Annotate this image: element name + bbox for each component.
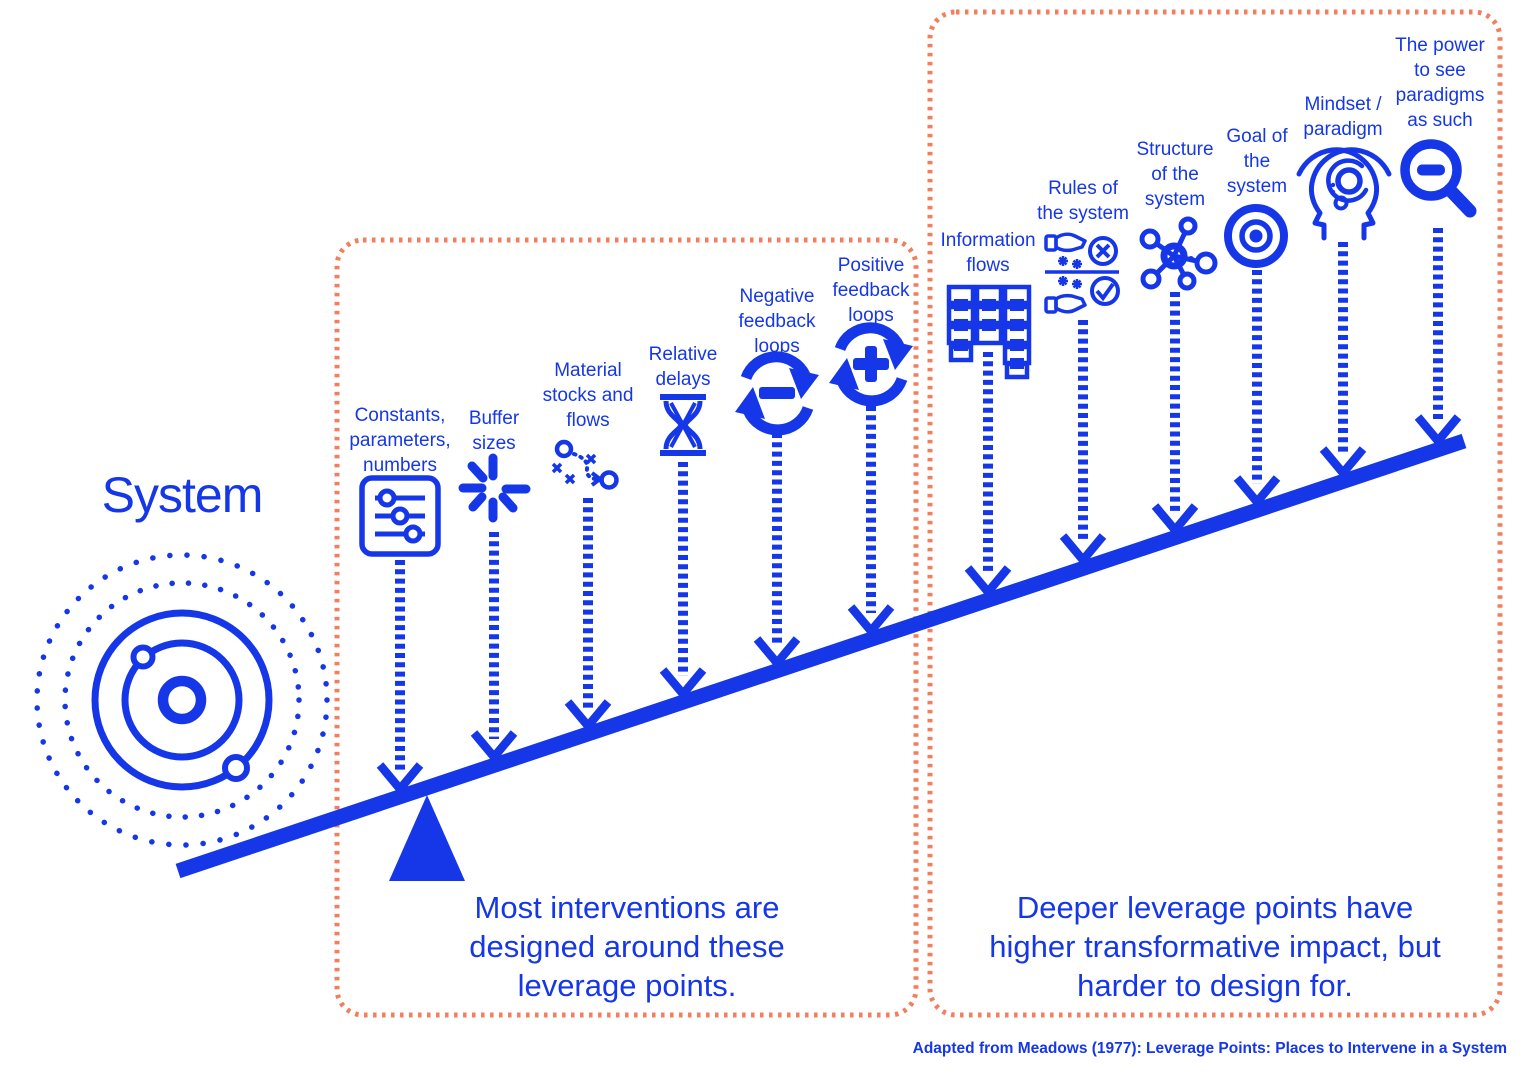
negative-loop-icon <box>735 351 819 436</box>
fulcrum-triangle <box>389 795 465 881</box>
lever-beam <box>175 433 1467 879</box>
rules-icon <box>1044 232 1120 314</box>
sliders-icon <box>359 475 441 557</box>
hourglass-icon <box>660 394 706 456</box>
positive-loop-icon <box>829 322 913 407</box>
burst-icon <box>458 453 531 523</box>
arrow-goal <box>1233 270 1281 509</box>
circle-check-icon <box>1090 276 1120 306</box>
arrow-constants <box>376 560 424 796</box>
arrow-rules <box>1059 320 1107 567</box>
arrow-paradigm-power <box>1414 228 1462 448</box>
arrow-information <box>964 352 1012 599</box>
magnifier-minus-icon <box>1400 139 1477 218</box>
arrow-buffer <box>470 532 518 764</box>
arrow-mindset <box>1319 242 1367 480</box>
target-icon <box>1224 204 1288 268</box>
system-icon <box>34 552 330 848</box>
leverage-arrows <box>376 228 1462 796</box>
arrow-negative <box>753 433 801 670</box>
deep-leverage-box <box>927 9 1503 1018</box>
flow-path-icon <box>551 439 619 490</box>
arrow-delays <box>659 462 707 701</box>
head-paradigm-icon <box>1296 147 1392 241</box>
crumpled-items <box>1058 276 1082 289</box>
circle-x-icon <box>1088 236 1118 266</box>
arrow-stocks <box>564 498 612 733</box>
label-constants: Constants,parameters,numbers <box>349 405 451 476</box>
linked-blocks-icon <box>946 284 1032 380</box>
attribution: Adapted from Meadows (1977): Leverage Po… <box>912 1040 1507 1057</box>
system-title: System <box>101 467 264 523</box>
arrow-positive <box>847 406 895 638</box>
network-icon <box>1139 216 1218 291</box>
minus-sign <box>1417 164 1445 176</box>
label-mindset: Mindset /paradigm <box>1303 94 1383 140</box>
crumpled-items <box>1058 256 1082 269</box>
minus-sign <box>759 387 795 399</box>
arrow-structure <box>1151 292 1199 537</box>
